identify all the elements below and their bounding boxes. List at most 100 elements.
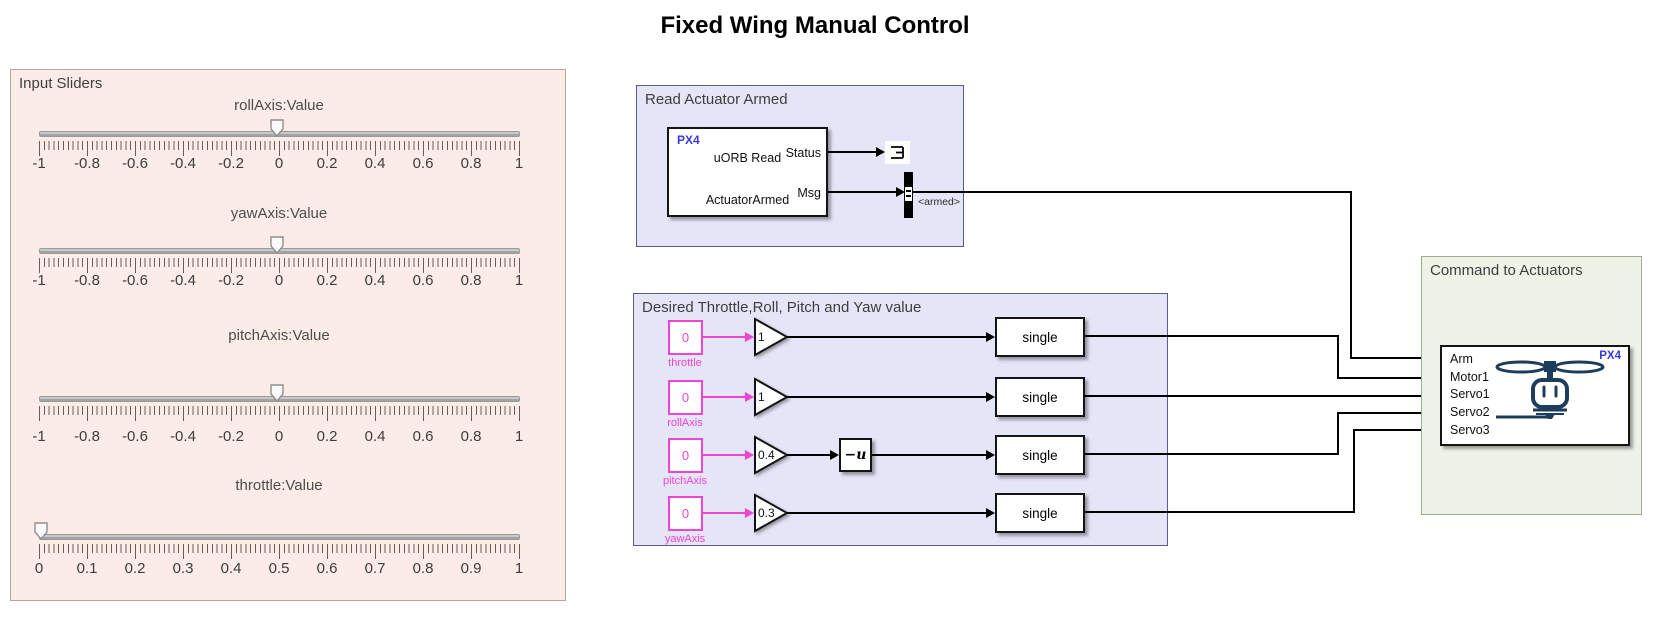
rollaxis-gain-wire	[787, 396, 988, 398]
tick-label: 0.6	[412, 155, 434, 172]
throttle-gain-arrow	[986, 332, 995, 342]
slider-throttle-ruler	[39, 544, 520, 559]
status-wire	[828, 151, 878, 153]
tick-label: 0.7	[364, 560, 386, 577]
tick-label: 0.8	[460, 428, 482, 445]
tick-label: -0.8	[74, 155, 100, 172]
tick-label: 0.6	[412, 428, 434, 445]
tick-label: 0.4	[364, 272, 386, 289]
tick-label: -0.2	[218, 428, 244, 445]
slider-throttle-track[interactable]	[39, 534, 520, 540]
convert-single-rollaxis[interactable]: single	[995, 377, 1085, 417]
constant-rollaxis-name: rollAxis	[667, 417, 703, 429]
rollaxis-out-wire	[1084, 395, 1433, 397]
bus-selector-notch	[905, 187, 912, 201]
slider-yawaxis-thumb[interactable]	[270, 236, 284, 254]
tick-label: 0.2	[124, 560, 146, 577]
gain-rollaxis[interactable]: 1	[754, 377, 790, 417]
throttle-out-wire-h2	[1337, 377, 1433, 379]
gain-pitchaxis[interactable]: 0.4	[754, 435, 790, 475]
pitchaxis-neg-wire	[872, 454, 988, 456]
gain-throttle[interactable]: 1	[754, 317, 790, 357]
convert-single-pitchaxis-label: single	[1022, 447, 1058, 463]
terminator-icon	[891, 146, 904, 159]
uorb-topic-label: ActuatorArmed	[705, 193, 790, 207]
pitchaxis-out-wire-h1	[1084, 453, 1339, 455]
tick-label: 0.8	[460, 155, 482, 172]
desired-values-panel: Desired Throttle,Roll, Pitch and Yaw val…	[633, 293, 1168, 546]
slider-pitchaxis-label: pitchAxis:Value	[228, 327, 330, 344]
convert-single-pitchaxis[interactable]: single	[995, 435, 1085, 475]
yawaxis-const-arrow	[745, 508, 754, 518]
tick-label: -0.4	[170, 272, 196, 289]
yawaxis-out-wire-v	[1353, 429, 1355, 513]
port-label-motor1: Motor1	[1450, 370, 1489, 384]
constant-rollaxis-value: 0	[681, 390, 690, 405]
constant-pitchaxis-value: 0	[681, 448, 690, 463]
input-sliders-panel: Input Sliders rollAxis:Value -1 -0.8 -0.6 -…	[10, 69, 566, 601]
tick-label: 0.8	[412, 560, 434, 577]
slider-yawaxis-label: yawAxis:Value	[230, 205, 328, 222]
tick-label: 0.3	[172, 560, 194, 577]
port-label-servo3: Servo3	[1450, 423, 1490, 437]
slider-pitchaxis-thumb[interactable]	[270, 384, 284, 402]
slider-pitchaxis-ruler	[39, 406, 520, 421]
gain-pitchaxis-value: 0.4	[758, 448, 775, 462]
slider-rollaxis-label: rollAxis:Value	[234, 97, 324, 114]
convert-single-throttle-label: single	[1022, 329, 1058, 345]
px4-brand-label: PX4	[677, 133, 700, 147]
throttle-out-wire-v	[1337, 335, 1339, 379]
gain-yawaxis[interactable]: 0.3	[754, 493, 790, 533]
tick-label: -1	[32, 155, 46, 172]
tick-label: -0.8	[74, 272, 100, 289]
tick-label: -0.2	[218, 155, 244, 172]
convert-single-yawaxis[interactable]: single	[995, 493, 1085, 533]
gain-rollaxis-value: 1	[758, 390, 765, 404]
tick-label: 0.2	[316, 272, 338, 289]
constant-throttle[interactable]: 0	[668, 320, 703, 355]
px4-brand-label-actuators: PX4	[1599, 350, 1621, 362]
tick-label: 0.9	[460, 560, 482, 577]
convert-single-throttle[interactable]: single	[995, 317, 1085, 357]
tick-label: 1	[514, 272, 524, 289]
msg-wire	[828, 191, 898, 193]
slider-throttle-thumb[interactable]	[34, 522, 48, 540]
tick-label: 1	[514, 155, 524, 172]
tick-label: 0.4	[220, 560, 242, 577]
pitchaxis-neg-arrow	[830, 450, 839, 460]
uorb-read-name: uORB Read	[713, 151, 782, 165]
constant-yawaxis[interactable]: 0	[668, 496, 703, 531]
pitchaxis-out-wire-h2	[1337, 412, 1433, 414]
pitchaxis-conv-arrow	[986, 450, 995, 460]
read-actuator-armed-panel-title: Read Actuator Armed	[645, 91, 788, 108]
tick-label: 0.5	[268, 560, 290, 577]
tick-label: -1	[32, 272, 46, 289]
constant-pitchaxis[interactable]: 0	[668, 438, 703, 473]
unary-minus-block[interactable]: −u	[839, 438, 872, 472]
port-label-arm: Arm	[1450, 352, 1473, 366]
tick-label: 0.4	[364, 428, 386, 445]
tick-label: 0.6	[412, 272, 434, 289]
tick-label: 0.6	[316, 560, 338, 577]
tick-label: -0.4	[170, 428, 196, 445]
throttle-gain-wire	[787, 336, 988, 338]
terminator-block[interactable]	[885, 141, 910, 164]
armed-wire-h1	[913, 191, 1352, 193]
input-sliders-panel-title: Input Sliders	[19, 75, 103, 92]
port-label-status: Status	[785, 146, 821, 160]
actuator-write-block[interactable]: PX4 Arm Motor1 Servo1 Servo2 Servo3	[1440, 345, 1630, 446]
port-label-servo1: Servo1	[1450, 387, 1490, 401]
tick-label: 0.2	[316, 155, 338, 172]
slider-yawaxis-ruler	[39, 258, 520, 273]
slider-rollaxis-thumb[interactable]	[270, 119, 284, 137]
tick-label: -0.6	[122, 155, 148, 172]
bus-selector-block[interactable]	[904, 172, 913, 218]
uorb-read-block[interactable]: PX4 uORB Read ActuatorArmed Status Msg	[667, 127, 828, 217]
constant-rollaxis[interactable]: 0	[668, 380, 703, 415]
tick-label: 0.1	[76, 560, 98, 577]
yawaxis-out-wire-h1	[1084, 511, 1355, 513]
